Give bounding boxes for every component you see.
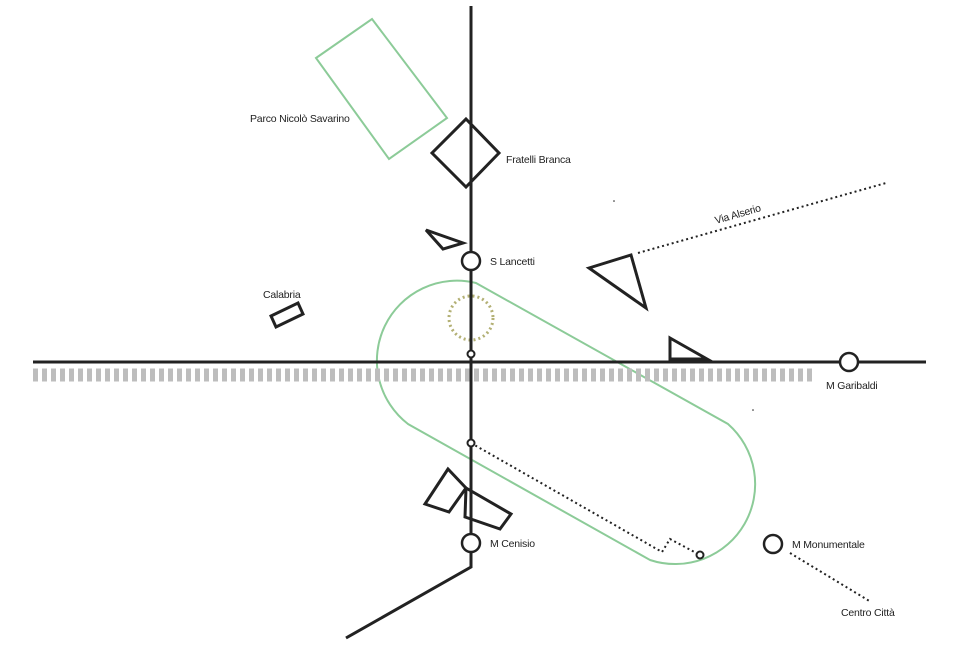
- label-m-monumentale: M Monumentale: [792, 539, 865, 551]
- centro-dotted-path: [789, 552, 872, 603]
- label-parco: Parco Nicolò Savarino: [250, 113, 350, 125]
- park-outline: [314, 17, 449, 161]
- via-alserio-dotted-path: [637, 182, 887, 254]
- main-vertical-line: [345, 6, 473, 640]
- cenisio-block-2: [463, 485, 514, 531]
- station-m-monumentale[interactable]: [762, 533, 784, 555]
- stray-dot: [752, 409, 754, 411]
- label-s-lancetti: S Lancetti: [490, 256, 535, 268]
- dotted-ring: [447, 294, 495, 342]
- station-m-cenisio[interactable]: [460, 532, 482, 554]
- node-junction: [466, 438, 476, 448]
- station-s-lancetti[interactable]: [460, 250, 482, 272]
- station-m-garibaldi[interactable]: [838, 351, 860, 373]
- large-triangle-east: [585, 253, 649, 312]
- label-centro-citta: Centro Città: [841, 607, 895, 619]
- label-m-cenisio: M Cenisio: [490, 538, 535, 550]
- label-fratelli-branca: Fratelli Branca: [506, 154, 571, 166]
- triangle-near-garibaldi: [668, 335, 713, 361]
- label-via-alserio: Via Alserio: [714, 202, 763, 227]
- label-m-garibaldi: M Garibaldi: [826, 380, 877, 392]
- node-junction: [695, 550, 705, 560]
- small-triangle-north: [424, 228, 468, 251]
- calabria-block: [269, 300, 305, 330]
- node-junction: [466, 349, 476, 359]
- stray-dot: [613, 200, 615, 202]
- cenisio-block: [422, 466, 468, 514]
- park-band-outline: [375, 279, 757, 565]
- fratelli-branca-block: [429, 116, 502, 190]
- label-calabria: Calabria: [263, 289, 301, 301]
